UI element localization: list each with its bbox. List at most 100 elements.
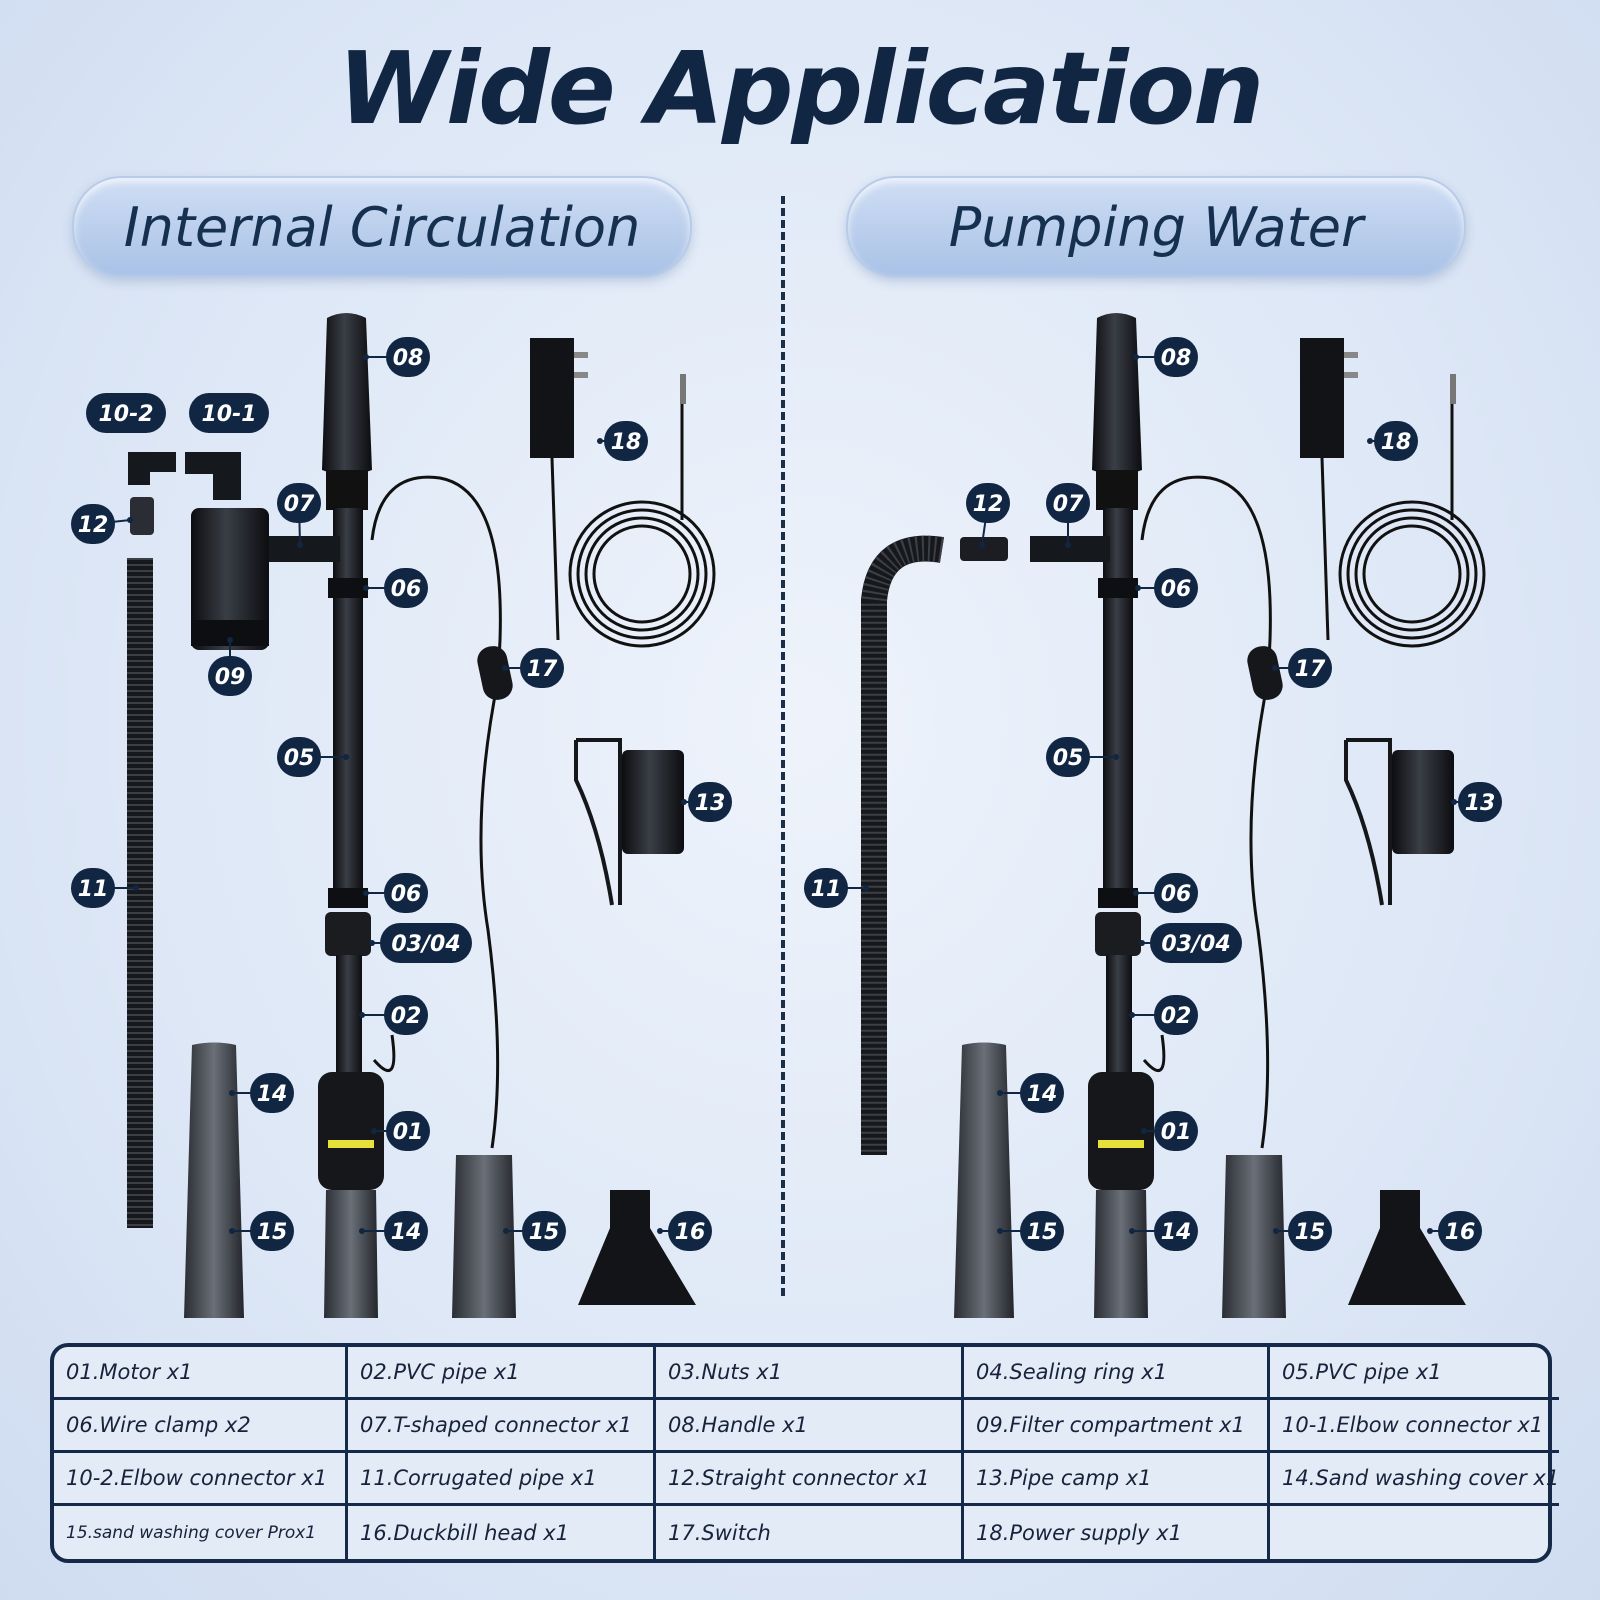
power-cable-coil <box>1338 500 1486 648</box>
callout-number: 18 <box>1381 430 1412 455</box>
callout-number: 17 <box>1295 657 1326 682</box>
callout-number: 06 <box>1161 882 1192 907</box>
duckbill-head <box>1348 1190 1466 1305</box>
callout-number: 03/04 <box>391 932 460 957</box>
callout-number: 14 <box>391 1220 422 1245</box>
callout-left-10-2: 10-2 <box>86 393 166 433</box>
callout-left-18: 18 <box>597 421 648 461</box>
parts-table-cell: 09.Filter compartment x1 <box>964 1400 1270 1453</box>
nut <box>325 912 371 956</box>
callout-number: 12 <box>78 513 109 538</box>
wire-clamp <box>328 578 368 598</box>
parts-table-cell: 12.Straight connector x1 <box>656 1453 964 1506</box>
straight-connector <box>960 537 1008 561</box>
left-assembly <box>127 313 716 1318</box>
sand-cover <box>1094 1190 1148 1318</box>
sand-washing-cover-pro <box>1222 1155 1286 1318</box>
pvc-pipe-05 <box>333 508 363 893</box>
parts-table-cell: 03.Nuts x1 <box>656 1347 964 1400</box>
callout-right-14: 14 <box>997 1073 1064 1113</box>
parts-table-cell: 05.PVC pipe x1 <box>1270 1347 1560 1400</box>
callout-number: 05 <box>1053 746 1084 771</box>
callout-number: 15 <box>1027 1220 1058 1245</box>
callout-number: 10-1 <box>201 402 256 427</box>
callout-right-15: 15 <box>997 1211 1064 1251</box>
callout-left-16: 16 <box>657 1211 712 1251</box>
callout-left-01: 01 <box>371 1111 430 1151</box>
parts-table-cell: 10-1.Elbow connector x1 <box>1270 1400 1560 1453</box>
callout-number: 03/04 <box>1161 932 1230 957</box>
callout-left-02: 02 <box>359 995 428 1035</box>
callout-number: 14 <box>257 1082 288 1107</box>
wire-clamp <box>1098 578 1138 598</box>
corrugated-pipe <box>127 558 153 1228</box>
handle-part <box>322 313 372 475</box>
callout-number: 18 <box>611 430 642 455</box>
dashed-divider <box>781 196 785 1296</box>
nut <box>1095 912 1141 956</box>
callout-right-05: 05 <box>1046 737 1119 777</box>
callout-right-06: 06 <box>1133 873 1198 913</box>
callout-number: 09 <box>215 665 246 690</box>
callout-left-12: 12 <box>71 504 133 544</box>
callout-number: 02 <box>1161 1004 1192 1029</box>
callout-number: 02 <box>391 1004 422 1029</box>
parts-table-cell: 13.Pipe camp x1 <box>964 1453 1270 1506</box>
corrugated-pipe <box>861 535 945 1155</box>
callout-number: 16 <box>1445 1220 1476 1245</box>
callout-left-14: 14 <box>229 1073 294 1113</box>
parts-table-cell: 14.Sand washing cover x1 <box>1270 1453 1560 1506</box>
callout-number: 07 <box>284 492 315 517</box>
callout-number: 12 <box>973 492 1004 517</box>
callout-number: 14 <box>1161 1220 1192 1245</box>
page-title: Wide Application <box>337 30 1265 147</box>
callout-left-06: 06 <box>363 873 428 913</box>
elbow-connector-10-2 <box>128 452 176 485</box>
elbow-connector-10-1 <box>185 452 241 500</box>
parts-table-cell: 17.Switch <box>656 1506 964 1559</box>
switch <box>477 646 513 700</box>
callout-right-17: 17 <box>1272 648 1332 688</box>
parts-table-cell: 02.PVC pipe x1 <box>348 1347 656 1400</box>
callout-number: 06 <box>391 577 422 602</box>
filter-compartment <box>191 508 269 650</box>
callout-number: 01 <box>1161 1120 1192 1145</box>
callout-left-03-04: 03/04 <box>369 923 472 963</box>
parts-table-cell: 04.Sealing ring x1 <box>964 1347 1270 1400</box>
sand-washing-cover <box>954 1042 1014 1318</box>
callout-right-13: 13 <box>1451 782 1502 822</box>
callout-number: 06 <box>1161 577 1192 602</box>
power-adapter <box>1300 338 1344 458</box>
section-label-pumping-water: Pumping Water <box>846 176 1466 278</box>
callout-number: 07 <box>1053 492 1084 517</box>
switch <box>1247 646 1283 700</box>
callout-number: 15 <box>1295 1220 1326 1245</box>
t-connector <box>255 536 340 562</box>
callout-right-16: 16 <box>1427 1211 1482 1251</box>
handle-part <box>1092 313 1142 475</box>
callout-left-15: 15 <box>229 1211 294 1251</box>
motor <box>318 1072 384 1190</box>
wire-clamp <box>328 888 368 908</box>
callout-number: 15 <box>257 1220 288 1245</box>
callout-left-14: 14 <box>359 1211 428 1251</box>
wire-clamp <box>1098 888 1138 908</box>
callout-right-14: 14 <box>1129 1211 1198 1251</box>
callout-left-08: 08 <box>363 337 430 377</box>
callout-number: 08 <box>393 346 424 371</box>
parts-table-cell: 01.Motor x1 <box>54 1347 348 1400</box>
power-cable-coil <box>568 500 716 648</box>
callout-left-13: 13 <box>681 782 732 822</box>
handle-collar <box>326 470 368 510</box>
callout-right-06: 06 <box>1135 568 1198 608</box>
callout-number: 06 <box>391 882 422 907</box>
pvc-pipe-02 <box>1106 955 1132 1075</box>
sand-washing-cover-pro <box>452 1155 516 1318</box>
pipe-clamp <box>574 738 622 906</box>
parts-table-cell: 08.Handle x1 <box>656 1400 964 1453</box>
power-adapter <box>530 338 574 458</box>
callout-right-02: 02 <box>1129 995 1198 1035</box>
callout-right-18: 18 <box>1367 421 1418 461</box>
callout-number: 11 <box>811 877 842 902</box>
